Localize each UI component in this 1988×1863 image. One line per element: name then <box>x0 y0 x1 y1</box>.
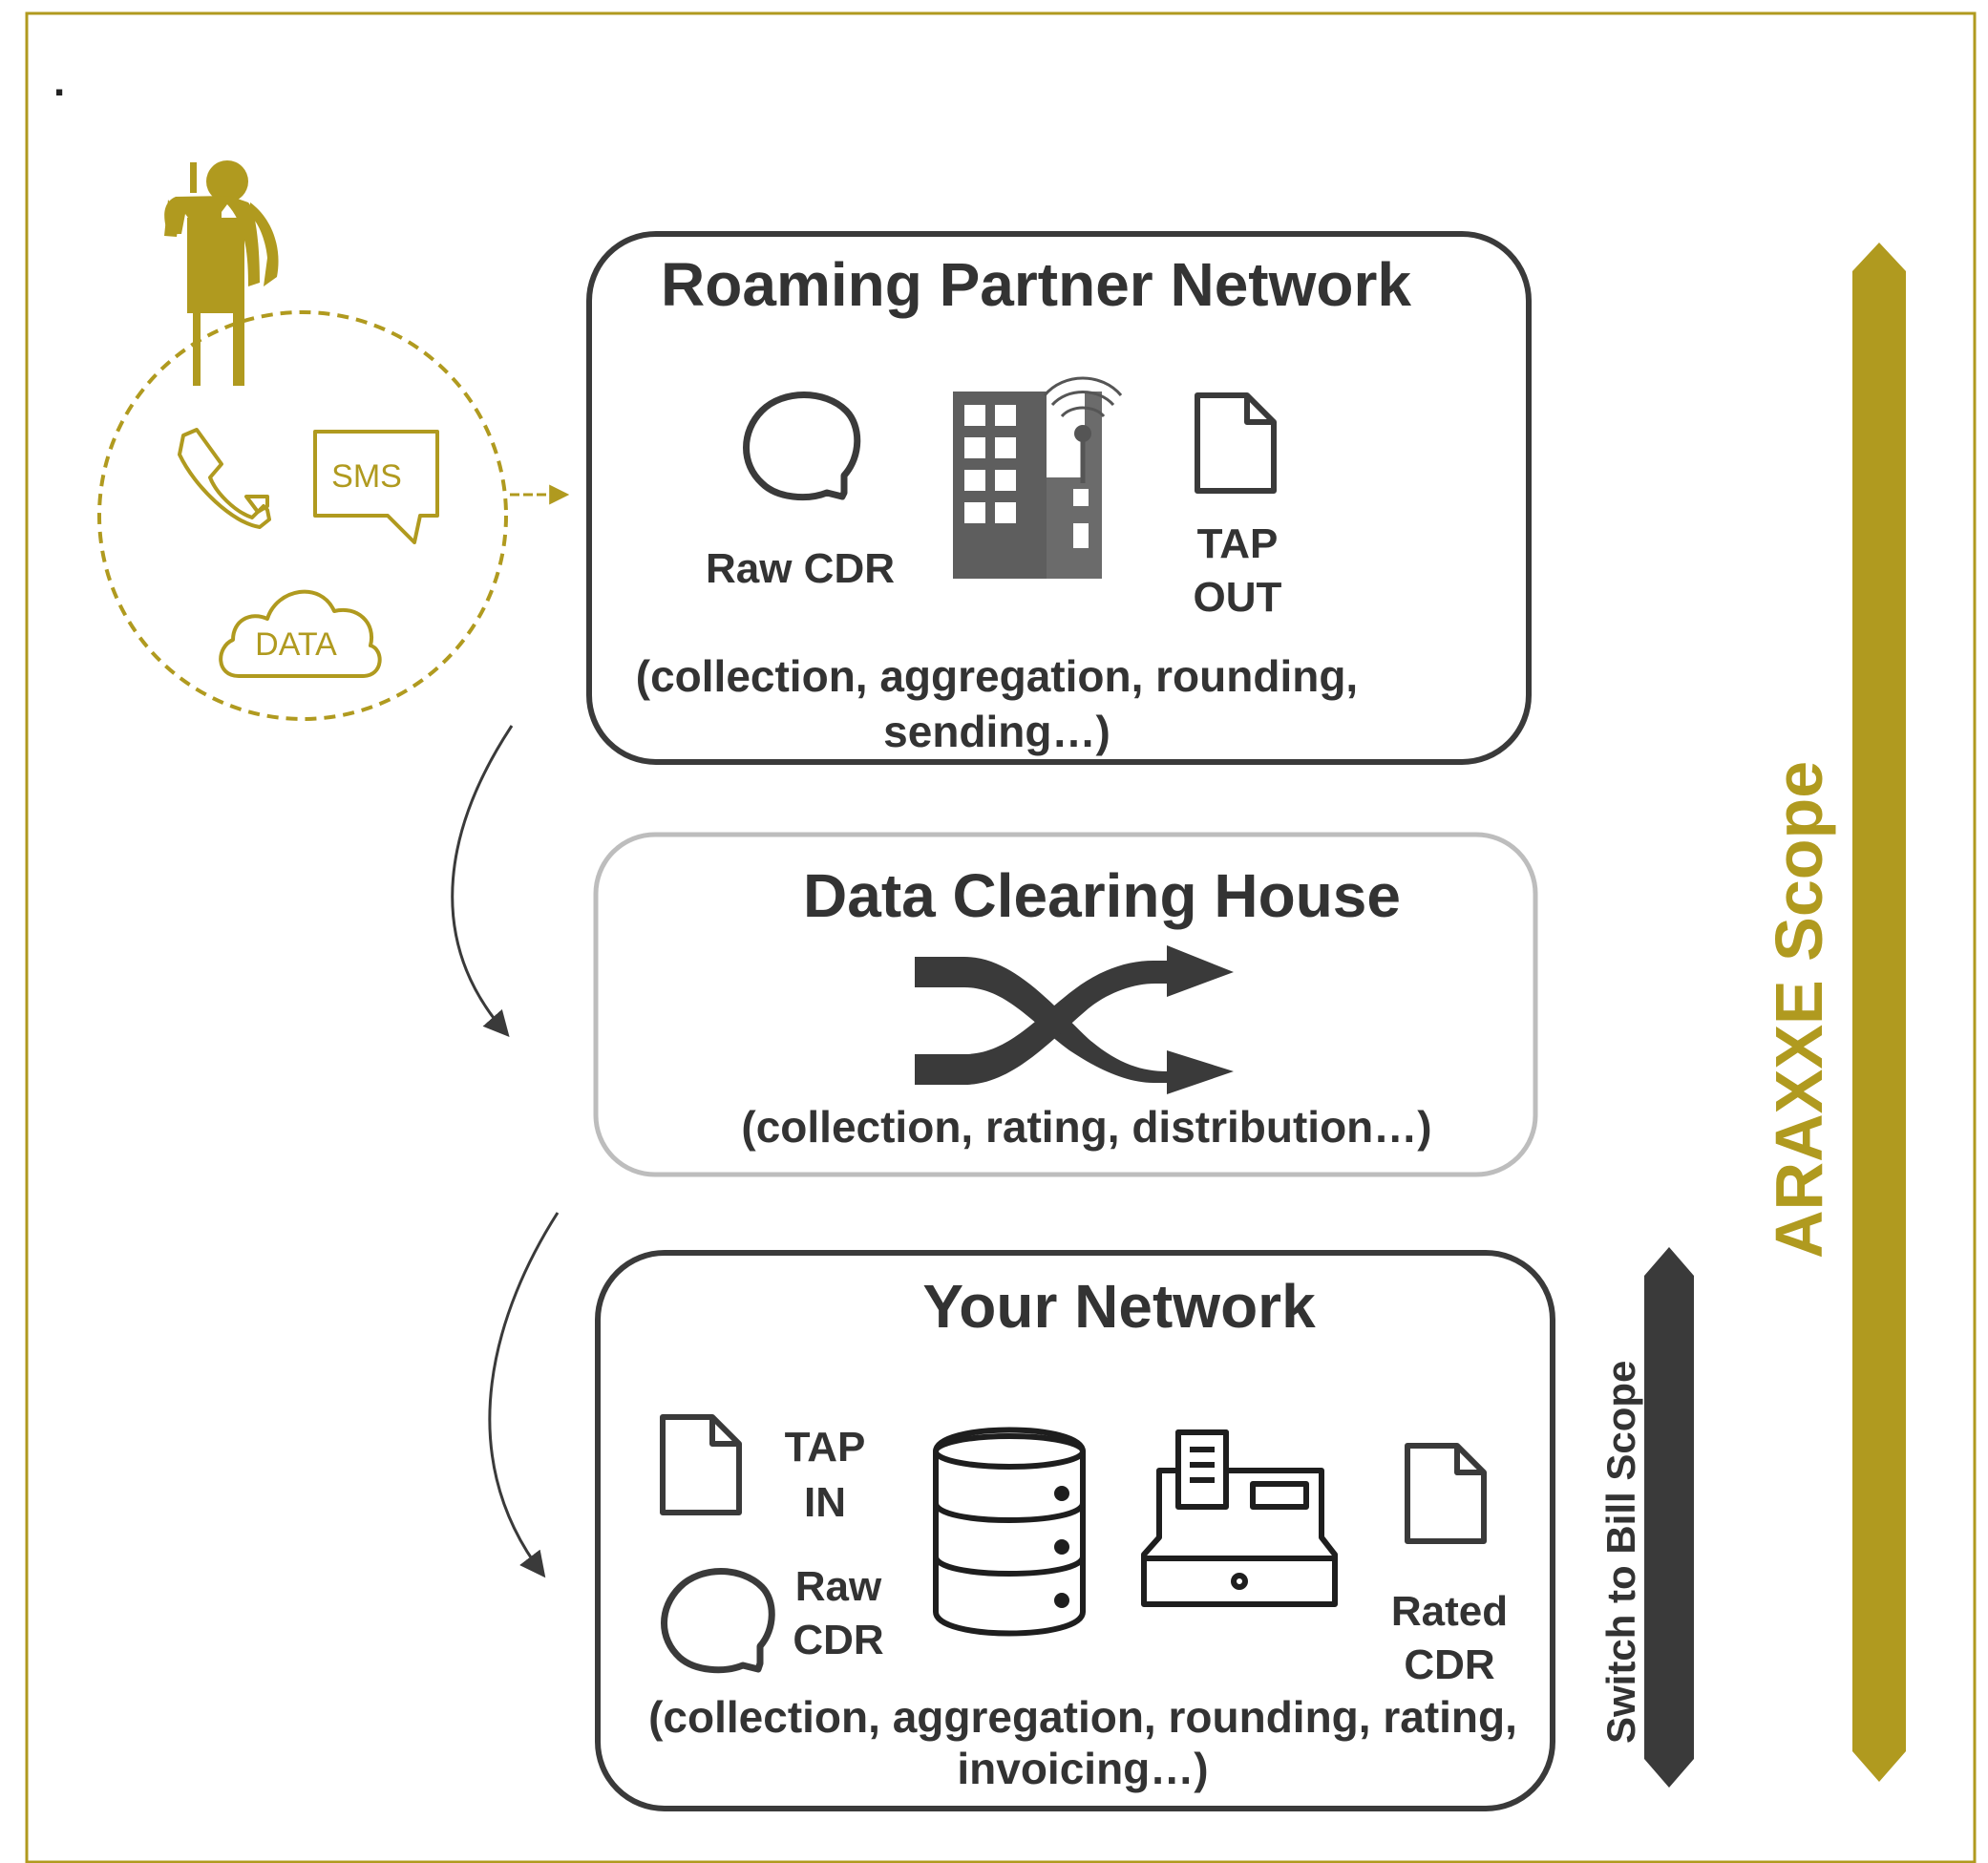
switch-to-bill-scope-label: Switch to Bill Scope <box>1598 1361 1643 1744</box>
your-network-title: Your Network <box>922 1272 1316 1341</box>
araxxe-scope-bar <box>1852 243 1906 1782</box>
tap-out-label-line2: OUT <box>1194 574 1282 621</box>
data-cloud-icon: DATA <box>219 589 382 678</box>
clearing-house-desc: (collection, rating, distribution…) <box>741 1102 1431 1152</box>
sms-label: SMS <box>331 458 402 495</box>
cash-register-icon <box>1141 1429 1338 1607</box>
operator-building-icon <box>953 376 1123 579</box>
clearing-house-title: Data Clearing House <box>803 861 1401 930</box>
raw-cdr-bubble-icon <box>743 392 861 501</box>
switch-to-bill-scope-bar <box>1644 1247 1694 1788</box>
roaming-partner-title: Roaming Partner Network <box>661 250 1411 319</box>
araxxe-scope-label: ARAXXE Scope <box>1762 761 1836 1259</box>
sms-bubble-icon: SMS <box>313 430 439 544</box>
tap-in-label-line1: TAP <box>785 1424 866 1471</box>
phone-icon <box>178 428 271 529</box>
shuffle-arrows-icon <box>915 945 1234 1094</box>
database-icon <box>933 1427 1086 1637</box>
tap-out-document-icon <box>1195 392 1277 494</box>
corner-mark: . <box>53 58 65 105</box>
raw-cdr-label: Raw CDR <box>706 545 895 592</box>
outer-frame <box>25 11 1977 1863</box>
your-network-desc-line1: (collection, aggregation, rounding, rati… <box>648 1692 1517 1742</box>
tap-in-label-line2: IN <box>804 1479 846 1526</box>
rated-cdr-label-line1: Rated <box>1391 1588 1508 1635</box>
your-network-desc-line2: invoicing…) <box>957 1744 1208 1793</box>
your-raw-cdr-label-line1: Raw <box>795 1563 882 1610</box>
roaming-partner-desc-line2: sending…) <box>883 707 1110 756</box>
tap-in-document-icon <box>660 1414 742 1515</box>
clearing-to-network-arrow <box>488 1212 560 1578</box>
person-icon <box>164 160 279 386</box>
partner-to-clearing-arrow <box>451 725 514 1038</box>
rated-cdr-label-line2: CDR <box>1404 1641 1494 1688</box>
tap-out-label-line1: TAP <box>1197 520 1279 567</box>
services-circle <box>97 310 508 721</box>
data-label: DATA <box>255 626 337 663</box>
your-raw-cdr-bubble-icon <box>661 1568 775 1674</box>
roaming-partner-desc-line1: (collection, aggregation, rounding, <box>636 651 1358 701</box>
your-raw-cdr-label-line2: CDR <box>793 1617 883 1663</box>
rated-cdr-document-icon <box>1405 1443 1487 1544</box>
